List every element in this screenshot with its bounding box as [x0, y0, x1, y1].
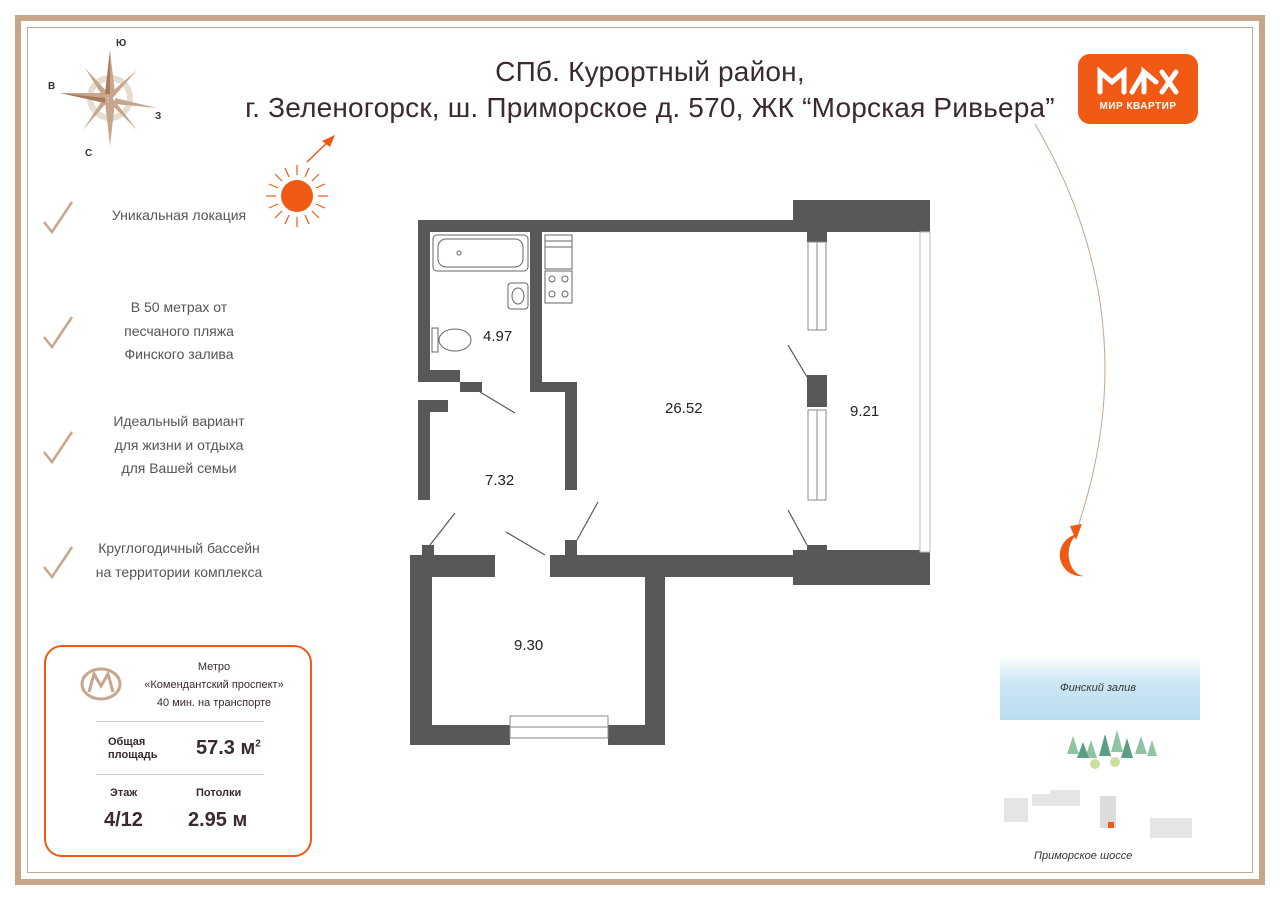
road-label: Приморское шоссе — [1034, 850, 1133, 862]
area-label-line2: площадь — [108, 749, 158, 761]
feature-4: Круглогодичный бассейн на территории ком… — [59, 537, 299, 584]
check-icon — [43, 431, 74, 465]
divider — [96, 721, 264, 722]
page-title-line1: СПб. Курортный район, — [495, 56, 805, 87]
feature-4-line1: Круглогодичный бассейн — [98, 540, 260, 556]
check-icon — [43, 316, 74, 350]
compass-north-label: С — [85, 148, 93, 159]
feature-2: В 50 метрах от песчаного пляжа Финского … — [59, 296, 299, 367]
feature-2-line3: Финского залива — [124, 346, 234, 362]
brand-logo: МИР КВАРТИР — [1078, 54, 1198, 124]
moon-icon — [1059, 534, 1084, 577]
gulf-water — [1000, 656, 1200, 720]
feature-4-line2: на территории комплекса — [95, 563, 263, 580]
building-block — [1004, 798, 1028, 822]
metro-icon — [80, 667, 122, 701]
location-map: Финский залив — [1000, 656, 1200, 846]
feature-3-line3: для Вашей семьи — [121, 460, 237, 476]
bathroom-area: 4.97 — [483, 328, 513, 345]
building-block — [1050, 790, 1080, 806]
feature-1-text: Уникальная локация — [111, 207, 247, 223]
feature-3-line1: Идеальный вариант — [113, 413, 245, 429]
building-block — [1150, 818, 1192, 838]
area-unit-sup: 2 — [255, 738, 261, 750]
feature-3-line2: для жизни и отдыха — [114, 436, 244, 453]
feature-1: Уникальная локация — [59, 204, 299, 228]
area-value-number: 57.3 м — [196, 737, 256, 759]
trees-icon — [1067, 730, 1157, 769]
metro-station: «Комендантский проспект» — [144, 679, 284, 691]
floor-label: Этаж — [110, 787, 138, 799]
floor-value: 4/12 — [104, 809, 143, 831]
check-icon — [43, 546, 74, 580]
brand-mark-icon — [1097, 66, 1179, 95]
floor-plan-drawing — [410, 200, 931, 745]
compass-rose-icon — [60, 50, 157, 146]
divider — [96, 774, 264, 775]
ceiling-value: 2.95 м — [188, 809, 248, 831]
building-block — [1100, 796, 1116, 828]
compass-east-label: З — [155, 111, 162, 122]
sun-icon — [266, 135, 335, 227]
metro-label: Метро — [197, 661, 231, 673]
feature-3: Идеальный вариант для жизни и отдыха для… — [59, 410, 299, 481]
page-title-line2: г. Зеленогорск, ш. Приморское д. 570, ЖК… — [245, 92, 1055, 123]
brand-name: МИР КВАРТИР — [1099, 101, 1177, 112]
inner-frame — [27, 27, 1253, 873]
living-room-area: 26.52 — [665, 400, 703, 417]
area-value: 57.3 м2 — [196, 737, 261, 760]
feature-2-line1: В 50 метрах от — [130, 299, 228, 315]
balcony-area: 9.21 — [850, 403, 880, 420]
gulf-label: Финский залив — [1060, 682, 1136, 694]
apartment-info-box: Метро «Комендантский проспект» 40 мин. н… — [44, 645, 312, 857]
hall-area: 7.32 — [485, 472, 515, 489]
ceiling-label: Потолки — [196, 787, 242, 799]
metro-travel-time: 40 мин. на транспорте — [156, 697, 272, 709]
feature-2-line2: песчаного пляжа — [124, 322, 234, 339]
compass-west-label: В — [48, 81, 56, 92]
bedroom-area: 9.30 — [514, 637, 544, 654]
area-label-line1: Общая — [108, 736, 146, 748]
location-marker — [1108, 822, 1114, 828]
check-icon — [43, 201, 74, 235]
sun-path-arc — [1034, 123, 1106, 540]
compass-south-label: Ю — [116, 38, 127, 49]
